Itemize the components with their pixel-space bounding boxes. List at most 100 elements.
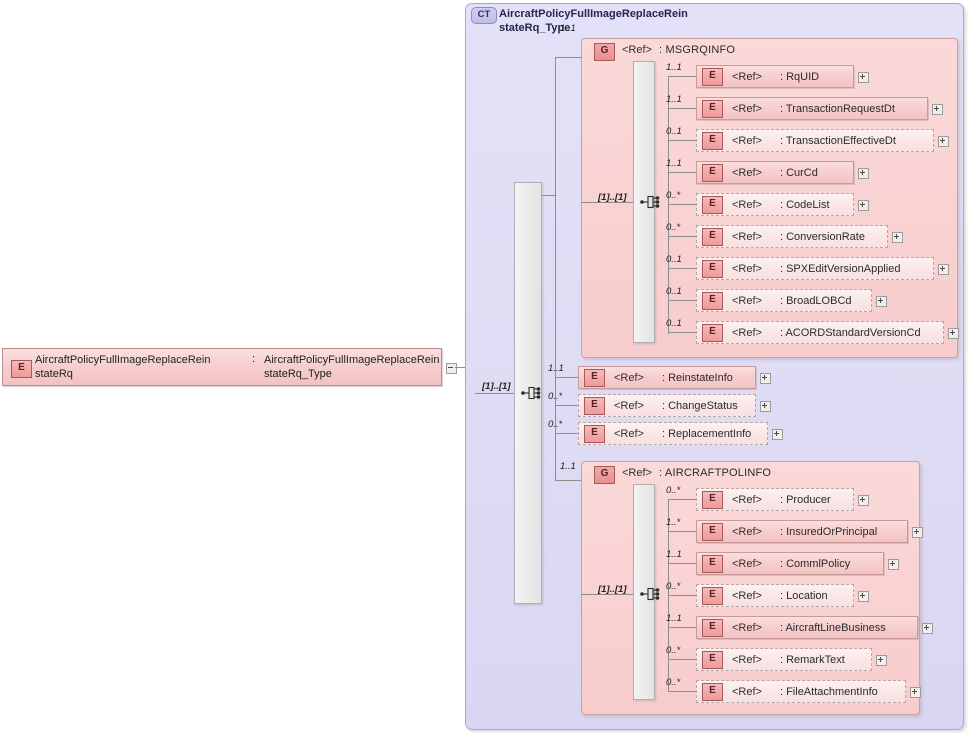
group-icon: G (594, 466, 615, 484)
element-name: : Producer (779, 493, 831, 506)
row-connector (555, 433, 578, 434)
row-occurrence: 1..* (666, 517, 681, 528)
element-box[interactable]: E<Ref>: RemarkText (696, 648, 872, 671)
element-name: : ReinstateInfo (661, 371, 733, 384)
element-box[interactable]: E<Ref>: BroadLOBCd (696, 289, 872, 312)
element-expand-button[interactable] (858, 168, 869, 179)
element-expand-button[interactable] (938, 136, 949, 147)
element-name: : CodeList (779, 198, 830, 211)
element-box[interactable]: E<Ref>: ReplacementInfo (578, 422, 768, 445)
element-expand-button[interactable] (892, 232, 903, 243)
element-expand-button[interactable] (938, 264, 949, 275)
element-box[interactable]: E <Ref> : CommlPolicy (696, 552, 884, 575)
element-box[interactable]: E<Ref>: TransactionRequestDt (696, 97, 928, 120)
root-element-box[interactable]: E AircraftPolicyFullImageReplaceRein sta… (2, 348, 442, 386)
element-box[interactable]: E<Ref>: ConversionRate (696, 225, 888, 248)
root-element-name: AircraftPolicyFullImageReplaceRein state… (35, 354, 211, 380)
element-box[interactable]: E<Ref>: AircraftLineBusiness (696, 616, 918, 639)
element-expand-button[interactable] (888, 559, 899, 570)
element-name: : RemarkText (779, 653, 845, 666)
element-name: : Location (779, 589, 828, 602)
row-occurrence: 1..1 (666, 158, 682, 169)
element-expand-button[interactable] (760, 401, 771, 412)
row-occurrence: 1..1 (548, 363, 564, 374)
element-ref-label: <Ref> (732, 525, 762, 538)
row-occurrence: 0..* (548, 391, 563, 402)
element-expand-button[interactable] (876, 296, 887, 307)
element-icon: E (702, 131, 723, 150)
element-expand-button[interactable] (922, 623, 933, 634)
element-name: : ChangeStatus (661, 399, 738, 412)
element-icon: E (584, 424, 605, 443)
element-expand-button[interactable] (858, 72, 869, 83)
row-connector (668, 204, 696, 205)
element-icon: E (702, 99, 723, 118)
aircraftpolinfo-sequence-occurrence: [1]..[1] (598, 584, 627, 595)
row-connector (668, 236, 696, 237)
row-connector (668, 659, 696, 660)
aircraftpolinfo-occurrence: 1..1 (560, 461, 576, 472)
element-expand-button[interactable] (772, 429, 783, 440)
element-box[interactable]: E<Ref>: FileAttachmentInfo (696, 680, 906, 703)
root-collapse-button[interactable] (446, 363, 457, 374)
group-name-msgrqinfo: : MSGRQINFO (659, 44, 736, 56)
group-ref-label: <Ref> (622, 44, 652, 56)
element-expand-button[interactable] (858, 591, 869, 602)
element-box[interactable]: E<Ref>: TransactionEffectiveDt (696, 129, 934, 152)
element-name: : AircraftLineBusiness (779, 621, 886, 634)
element-box[interactable]: E<Ref>: Producer (696, 488, 854, 511)
element-expand-button[interactable] (858, 200, 869, 211)
element-box[interactable]: E<Ref>: SPXEditVersionApplied (696, 257, 934, 280)
element-box[interactable]: E<Ref>: InsuredOrPrincipal (696, 520, 908, 543)
element-expand-button[interactable] (858, 495, 869, 506)
msgrqinfo-connector (555, 57, 582, 58)
row-connector (668, 76, 696, 77)
element-icon: E (702, 554, 723, 573)
row-occurrence: 0..1 (666, 126, 682, 137)
row-occurrence: 0..1 (666, 286, 682, 297)
element-ref-label: <Ref> (614, 371, 644, 384)
element-box[interactable]: E<Ref>: CodeList (696, 193, 854, 216)
element-expand-button[interactable] (910, 687, 921, 698)
element-expand-button[interactable] (932, 104, 943, 115)
element-box[interactable]: E<Ref>: CurCd (696, 161, 854, 184)
msgrqinfo-sequence-compositor-icon (640, 195, 660, 209)
element-ref-label: <Ref> (732, 70, 762, 83)
element-icon: E (702, 163, 723, 182)
aircraftpolinfo-sequence-compositor-icon (640, 587, 660, 601)
group-ref-label: <Ref> (622, 467, 652, 479)
row-occurrence: 0..* (666, 581, 681, 592)
row-connector (555, 405, 578, 406)
row-connector (555, 377, 578, 378)
element-ref-label: <Ref> (732, 493, 762, 506)
msgrqinfo-sequence-inbound (581, 202, 633, 203)
element-box[interactable]: E<Ref>: ACORDStandardVersionCd (696, 321, 944, 344)
row-occurrence: 0..* (666, 645, 681, 656)
element-icon: E (702, 650, 723, 669)
element-ref-label: <Ref> (732, 326, 762, 339)
row-connector (668, 531, 696, 532)
element-box[interactable]: E <Ref> : ReinstateInfo (578, 366, 756, 389)
element-box[interactable]: E<Ref>: ChangeStatus (578, 394, 756, 417)
row-connector (668, 300, 696, 301)
element-name: : CommlPolicy (779, 557, 851, 570)
element-expand-button[interactable] (876, 655, 887, 666)
element-name: : SPXEditVersionApplied (779, 262, 901, 275)
element-ref-label: <Ref> (614, 427, 644, 440)
msgrqinfo-occurrence: 1..1 (560, 23, 576, 34)
element-expand-button[interactable] (948, 328, 959, 339)
element-icon: E (702, 227, 723, 246)
aircraftpolinfo-sequence-bar[interactable] (633, 484, 655, 700)
element-box[interactable]: E<Ref>: Location (696, 584, 854, 607)
row-occurrence: 1..1 (666, 94, 682, 105)
row-occurrence: 0..* (548, 419, 563, 430)
element-box[interactable]: E<Ref>: RqUID (696, 65, 854, 88)
group-name-aircraftpolinfo: : AIRCRAFTPOLINFO (659, 467, 772, 479)
root-element-separator: : (252, 353, 256, 365)
element-expand-button[interactable] (760, 373, 771, 384)
row-occurrence: 0..1 (666, 318, 682, 329)
element-expand-button[interactable] (912, 527, 923, 538)
element-ref-label: <Ref> (732, 557, 762, 570)
element-icon: E (584, 368, 605, 387)
